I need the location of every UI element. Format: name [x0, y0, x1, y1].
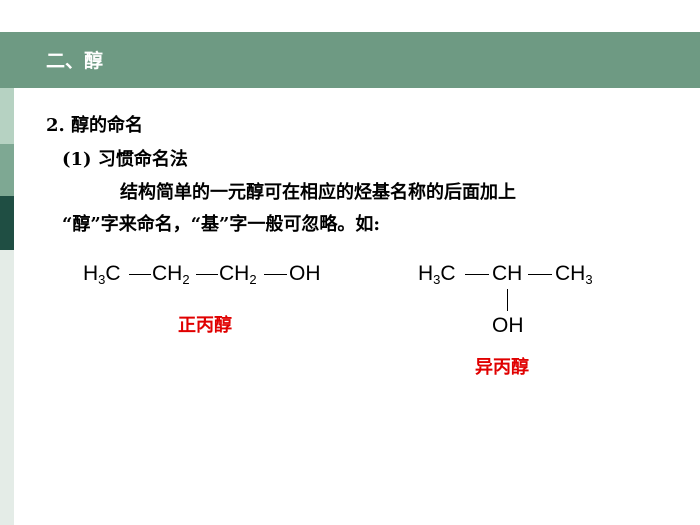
side-bar-segment-1	[0, 32, 14, 88]
side-bar-segment-3	[0, 144, 14, 196]
isopropanol-oh: OH	[492, 314, 524, 337]
n-propanol-bond-2	[196, 274, 218, 275]
n-propanol-bond-1	[129, 274, 151, 275]
side-bar-segment-5	[0, 250, 14, 525]
n-propanol-bond-3	[264, 274, 287, 275]
n-propanol-group-4: OH	[289, 262, 321, 285]
isopropanol-group-2: CH	[492, 262, 523, 285]
section-heading: 2. 醇的命名	[46, 115, 144, 136]
isopropanol-name: 异丙醇	[475, 357, 529, 378]
n-propanol-group-1: H3C	[83, 262, 121, 287]
subsection-heading: (1) 习惯命名法	[62, 149, 188, 170]
side-bar-segment-2	[0, 88, 14, 144]
header-band	[14, 32, 700, 88]
isopropanol-group-1: H3C	[418, 262, 456, 287]
n-propanol-group-2: CH2	[152, 262, 190, 287]
n-propanol-name: 正丙醇	[178, 315, 232, 336]
paragraph-line-1: 结构简单的一元醇可在相应的烃基名称的后面加上	[120, 182, 516, 203]
slide-title: 二、醇	[46, 50, 104, 72]
side-bar-segment-4	[0, 196, 14, 250]
isopropanol-group-3: CH3	[555, 262, 593, 287]
top-strip	[0, 0, 700, 32]
isopropanol-bond-1	[465, 274, 489, 275]
isopropanol-bond-2	[528, 274, 552, 275]
paragraph-line-2: “醇”字来命名，“基”字一般可忽略。如:	[62, 214, 381, 235]
isopropanol-bond-vertical	[507, 289, 508, 311]
n-propanol-group-3: CH2	[219, 262, 257, 287]
